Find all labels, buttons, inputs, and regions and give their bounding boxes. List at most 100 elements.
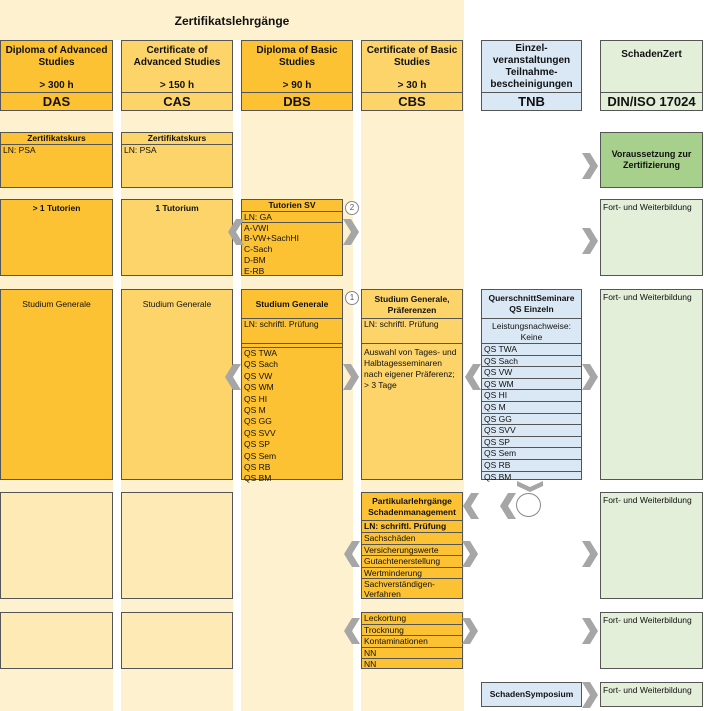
chevron-left-icon [225,364,241,390]
dbs-studium-generale: Studium Generale LN: schriftl. Prüfung Q… [241,289,343,483]
dbs-tutorials-sv-item: D-BM [244,255,266,265]
zert-training-row3: Fort- und Weiterbildung [600,289,703,480]
column-gap [113,40,121,711]
dbs-qs-item: QS Sach [244,359,279,370]
das-certificate-course-ln: LN: PSA [1,144,112,155]
cbs-partial-courses: Partikularlehrgänge Schadenmanagement LN… [361,492,463,599]
dbs-qs-item: QS TWA [242,347,342,359]
tnb-qs-item: QS BM [484,471,512,482]
chevron-right-icon [582,153,598,179]
dbs-tutorials-sv-item: C-Sach [244,244,273,254]
das-empty-row5 [0,612,113,669]
header-cbs: Certificate of Basic Studies > 30 h CBS [361,40,463,111]
cbs-partial-item: Sachschäden [362,533,462,545]
dbs-qs-item: QS Sem [244,450,277,461]
chevron-down-icon [517,481,543,492]
dbs-qs-item: QS RB [244,462,271,473]
dbs-qs-item: QS HI [244,393,268,404]
cbs-drying-item: Trocknung [362,625,462,637]
tnb-schaden-symposium: SchadenSymposium [481,682,582,707]
chevron-left-icon [500,493,516,519]
zert-training-row4: Fort- und Weiterbildung [600,492,703,599]
chevron-left-icon [228,219,244,245]
cbs-partial-item: Gutachtenerstellung [362,556,462,568]
header-schadenzert-name: SchadenZert [621,49,682,60]
das-studium-generale: Studium Generale [0,289,113,480]
zert-training-row6: Fort- und Weiterbildung [600,682,703,707]
footnote-badge: 1 [345,291,359,305]
certification-prerequisite: Voraussetzung zur Zertifizierung [600,132,703,188]
cbs-drying-item: Kontaminationen [362,636,462,648]
page-title: Zertifikatslehrgänge [174,14,290,28]
dbs-tutorials-sv-item: B-VW+SachHI [244,233,300,243]
das-certificate-course-title: Zertifikatskurs [27,133,86,143]
chevron-right-icon [582,364,598,390]
das-tutorials: > 1 Tutorien [0,199,113,276]
dbs-qs-item: QS M [244,405,266,416]
cbs-studium-generale-title: Studium Generale, Präferenzen [374,294,450,315]
tnb-qs-item: QS VW [482,367,581,379]
cas-certificate-course-title: Zertifikatskurs [147,133,207,143]
dbs-tutorials-sv-item: E-RB [244,266,265,276]
chevron-right-icon [462,541,478,567]
tnb-qs-item: QS RB [482,460,581,472]
cas-certificate-course: Zertifikatskurs LN: PSA [121,132,233,188]
header-cas-abbr: CAS [122,92,232,110]
header-dbs: Diploma of Basic Studies > 90 h DBS [241,40,353,111]
header-dbs-name: Diploma of Basic Studies [256,45,338,68]
chevron-right-icon [582,541,598,567]
tnb-seminars-ln: Leistungsnachweise: Keine [482,318,581,344]
cas-certificate-course-ln: LN: PSA [122,144,232,155]
chevron-left-icon [465,364,481,390]
cas-empty-row4 [121,492,233,599]
chevron-right-icon [582,682,598,708]
chevron-right-icon [582,618,598,644]
header-cas-name: Certificate of Advanced Studies [133,45,221,68]
cbs-studium-generale-text: Auswahl von Tages- und Halbtagesseminare… [364,347,457,390]
chevron-left-icon [344,618,360,644]
header-cas-hours: > 150 h [159,80,195,91]
header-tnb: Einzel-veranstaltungen Teilnahme-beschei… [481,40,582,111]
tnb-qs-item: QS Sem [482,448,581,460]
das-empty-row4 [0,492,113,599]
cbs-partial-courses-ln: LN: schriftl. Prüfung [362,520,462,533]
chevron-right-icon [462,618,478,644]
cbs-drying-item: NN [364,659,377,670]
tnb-qs-item: QS HI [482,390,581,402]
header-schadenzert: SchadenZert DIN/ISO 17024 [600,40,703,111]
header-tnb-abbr: TNB [482,92,581,110]
tnb-qs-item: QS GG [482,414,581,426]
chevron-left-icon [344,541,360,567]
dbs-qs-item: QS SP [244,439,270,450]
connector-circle [516,493,541,517]
tnb-qs-item: QS SP [482,437,581,449]
cas-studium-generale: Studium Generale [121,289,233,480]
tnb-qs-item: QS M [482,402,581,414]
header-dbs-hours: > 90 h [282,80,312,91]
dbs-tutorials-sv: Tutorien SV LN: GA A-VWI B-VW+SachHI C-S… [241,199,343,276]
cbs-partial-item: Versicherungswerte [362,545,462,557]
header-dbs-abbr: DBS [242,92,352,110]
header-das-name: Diploma of Advanced Studies [5,45,108,68]
tnb-seminars-title: QuerschnittSeminare QS Einzeln [488,293,575,314]
chevron-left-icon [463,493,479,519]
header-das-abbr: DAS [1,92,112,110]
tnb-qs-item: QS SVV [482,425,581,437]
dbs-tutorials-sv-item: A-VWI [242,222,342,233]
column-gap [233,40,241,711]
tnb-qs-item: QS TWA [482,344,581,356]
header-das-hours: > 300 h [39,80,74,91]
header-schadenzert-abbr: DIN/ISO 17024 [601,92,702,110]
header-cbs-hours: > 30 h [397,80,427,91]
header-cbs-name: Certificate of Basic Studies [366,45,458,68]
header-cas: Certificate of Advanced Studies > 150 h … [121,40,233,111]
zert-training-row5: Fort- und Weiterbildung [600,612,703,669]
cbs-studium-generale: Studium Generale, Präferenzen LN: schrif… [361,289,463,480]
dbs-qs-item: QS BM [244,473,272,484]
cbs-partial-item: Sachverständigen-Verfahren [364,579,435,600]
chevron-right-icon [582,228,598,254]
header-das: Diploma of Advanced Studies > 300 h DAS [0,40,113,111]
cbs-drying-item: NN [362,648,462,660]
cbs-drying-item: Leckortung [362,613,462,625]
chevron-right-icon [343,219,359,245]
